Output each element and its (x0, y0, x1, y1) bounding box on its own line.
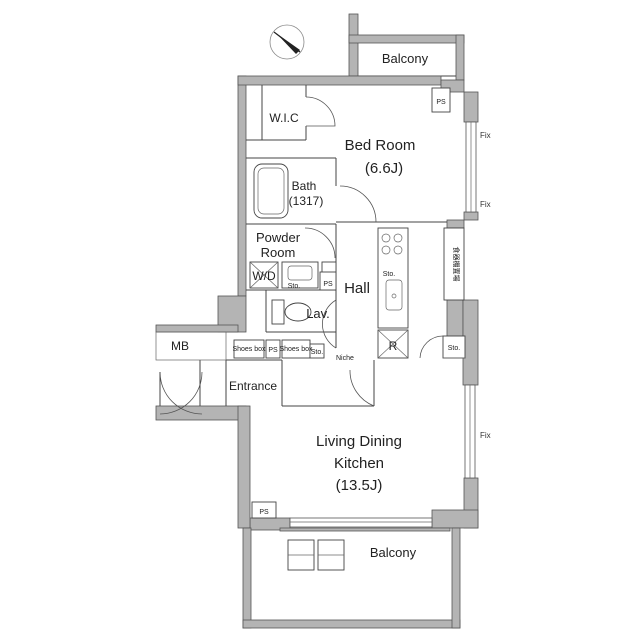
washer-dryer-label: W/D (252, 269, 276, 283)
balcony-top-left-wall (348, 13, 359, 77)
balcony-top-right-wall (455, 34, 465, 81)
meter-box-label: MB (171, 339, 189, 353)
balcony-bottom-rail (242, 619, 461, 629)
ldk-south-window (289, 517, 433, 528)
top-ps-label: PS (436, 99, 446, 106)
toilet-tank (271, 299, 285, 325)
north-compass-icon (269, 24, 305, 60)
entrance-ps-box (265, 339, 281, 359)
fix-window-2-label: Fix (480, 200, 491, 209)
balcony-bottom-edge (279, 527, 451, 532)
hall-ps-label: PS (323, 281, 333, 288)
balcony-bottom-label: Balcony (370, 545, 417, 560)
toilet-bowl (284, 302, 312, 322)
bath-size-label: (1317) (289, 194, 324, 208)
right-storage-label: Sto. (448, 345, 461, 352)
bedroom-name-label: Bed Room (345, 137, 416, 154)
entrance-label: Entrance (229, 379, 277, 393)
south-east-wall (431, 509, 479, 529)
west-wall-lower (237, 405, 251, 529)
bath-name-label: Bath (292, 179, 317, 193)
bathtub (253, 163, 289, 219)
bottom-ps-box (251, 501, 277, 519)
north-wall (237, 75, 442, 86)
fix-window-1-label: Fix (480, 131, 491, 140)
ldk-label-1: Living Dining (316, 433, 402, 450)
ldk-size-label: (13.5J) (336, 477, 383, 494)
wic-label: W.I.C (269, 111, 299, 125)
niche-label: Niche (336, 355, 354, 362)
top-ps-box (431, 87, 451, 113)
entrance-north-wall (155, 324, 239, 333)
east-step-wall (446, 219, 465, 229)
west-wall-upper (237, 75, 247, 297)
powder-room-label-2: Room (261, 245, 296, 260)
ldk-label-2: Kitchen (334, 455, 384, 472)
shoes-box-left (233, 339, 265, 359)
shoes-box-2-label: Shoes box (279, 346, 313, 353)
balcony-top-label: Balcony (382, 51, 429, 66)
hall-label: Hall (344, 280, 370, 297)
bottom-ps-label: PS (259, 509, 269, 516)
shoes-box-1-label: Shoes box (232, 346, 266, 353)
entrance-storage (309, 343, 325, 359)
fridge-label: R (389, 339, 398, 353)
kitchen-storage-label: Sto. (383, 271, 396, 278)
balcony-bottom-left-wall (242, 527, 252, 629)
bedroom-size-label: (6.6J) (365, 160, 403, 177)
hall-ps-box (319, 271, 337, 291)
east-wall-1 (463, 91, 479, 123)
powder-room-label-1: Powder (256, 230, 301, 245)
east-wall-2 (463, 211, 479, 221)
tableware-shelf-label: 食器棚置場 (452, 247, 461, 282)
tableware-shelf (443, 227, 465, 301)
balcony-top-rail (348, 34, 465, 44)
lavatory-label: Lav. (306, 306, 330, 321)
entrance-storage-label: Sto. (311, 349, 324, 356)
kitchen-counter (377, 227, 409, 329)
fix-window-3-label: Fix (480, 431, 491, 440)
entrance-ps-label: PS (268, 347, 278, 354)
balcony-bottom-right-wall (451, 527, 461, 629)
powder-storage-label: Sto. (288, 283, 301, 290)
